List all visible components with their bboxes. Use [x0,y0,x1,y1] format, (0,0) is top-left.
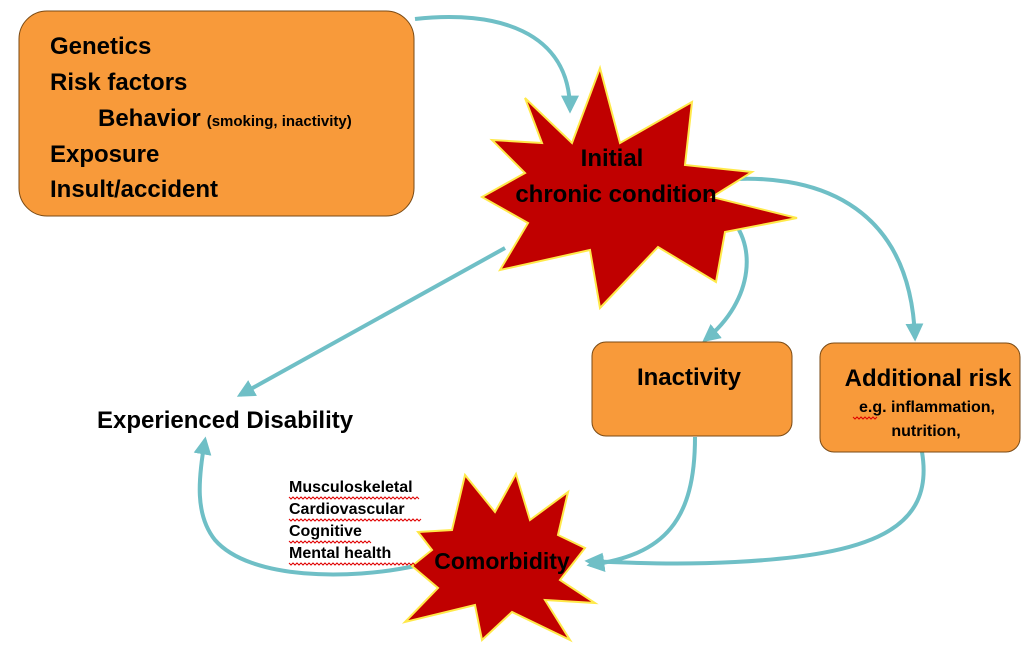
initial-condition-line1: Initial [581,145,644,172]
initial-condition-starburst [479,64,798,311]
genetics-label: Genetics [50,33,151,60]
spell-check-underline [288,518,422,522]
arrow-initial-to-disability [236,246,506,397]
insult-accident-label: Insult/accident [50,176,218,203]
behavior-note-text: (smoking, inactivity) [207,113,352,130]
exposure-label: Exposure [50,141,159,168]
spell-check-underline [288,540,372,544]
arrow-additional-risk-to-comorbidity [584,451,926,571]
additional-risk-box [819,342,1021,453]
additional-risk-title: Additional risk [845,365,1012,392]
inactivity-label: Inactivity [637,364,742,391]
comorbidity-label: Comorbidity [434,548,570,574]
initial-condition-line2: chronic condition [515,181,716,208]
behavior-label: Behavior (smoking, inactivity) [98,105,352,132]
arrow-comorbidity-to-disability [193,436,416,577]
inactivity-box [591,341,793,437]
comorbidity-type-cognitive: Cognitive [289,523,362,540]
comorbidity-types-list: Musculoskeletal Cardiovascular Cognitive… [289,479,413,562]
arrow-initial-to-additional-risk [719,176,924,342]
comorbidity-type-musculoskeletal: Musculoskeletal [289,479,413,496]
spell-check-underline [288,562,416,566]
additional-risk-detail-2: nutrition, [891,423,960,440]
spell-check-underline [852,416,878,420]
comorbidity-type-cardiovascular: Cardiovascular [289,501,405,518]
arrow-inactivity-to-comorbidity [586,436,697,573]
arrow-source-to-initial [414,15,579,114]
behavior-text: Behavior [98,105,201,132]
spell-check-underline [288,496,420,500]
comorbidity-starburst [401,471,599,643]
source-factors-box [18,10,415,217]
risk-factors-label: Risk factors [50,69,187,96]
additional-risk-detail-1: e.g. inflammation, [859,399,995,416]
comorbidity-type-mental-health: Mental health [289,545,391,562]
experienced-disability-label: Experienced Disability [97,407,354,434]
